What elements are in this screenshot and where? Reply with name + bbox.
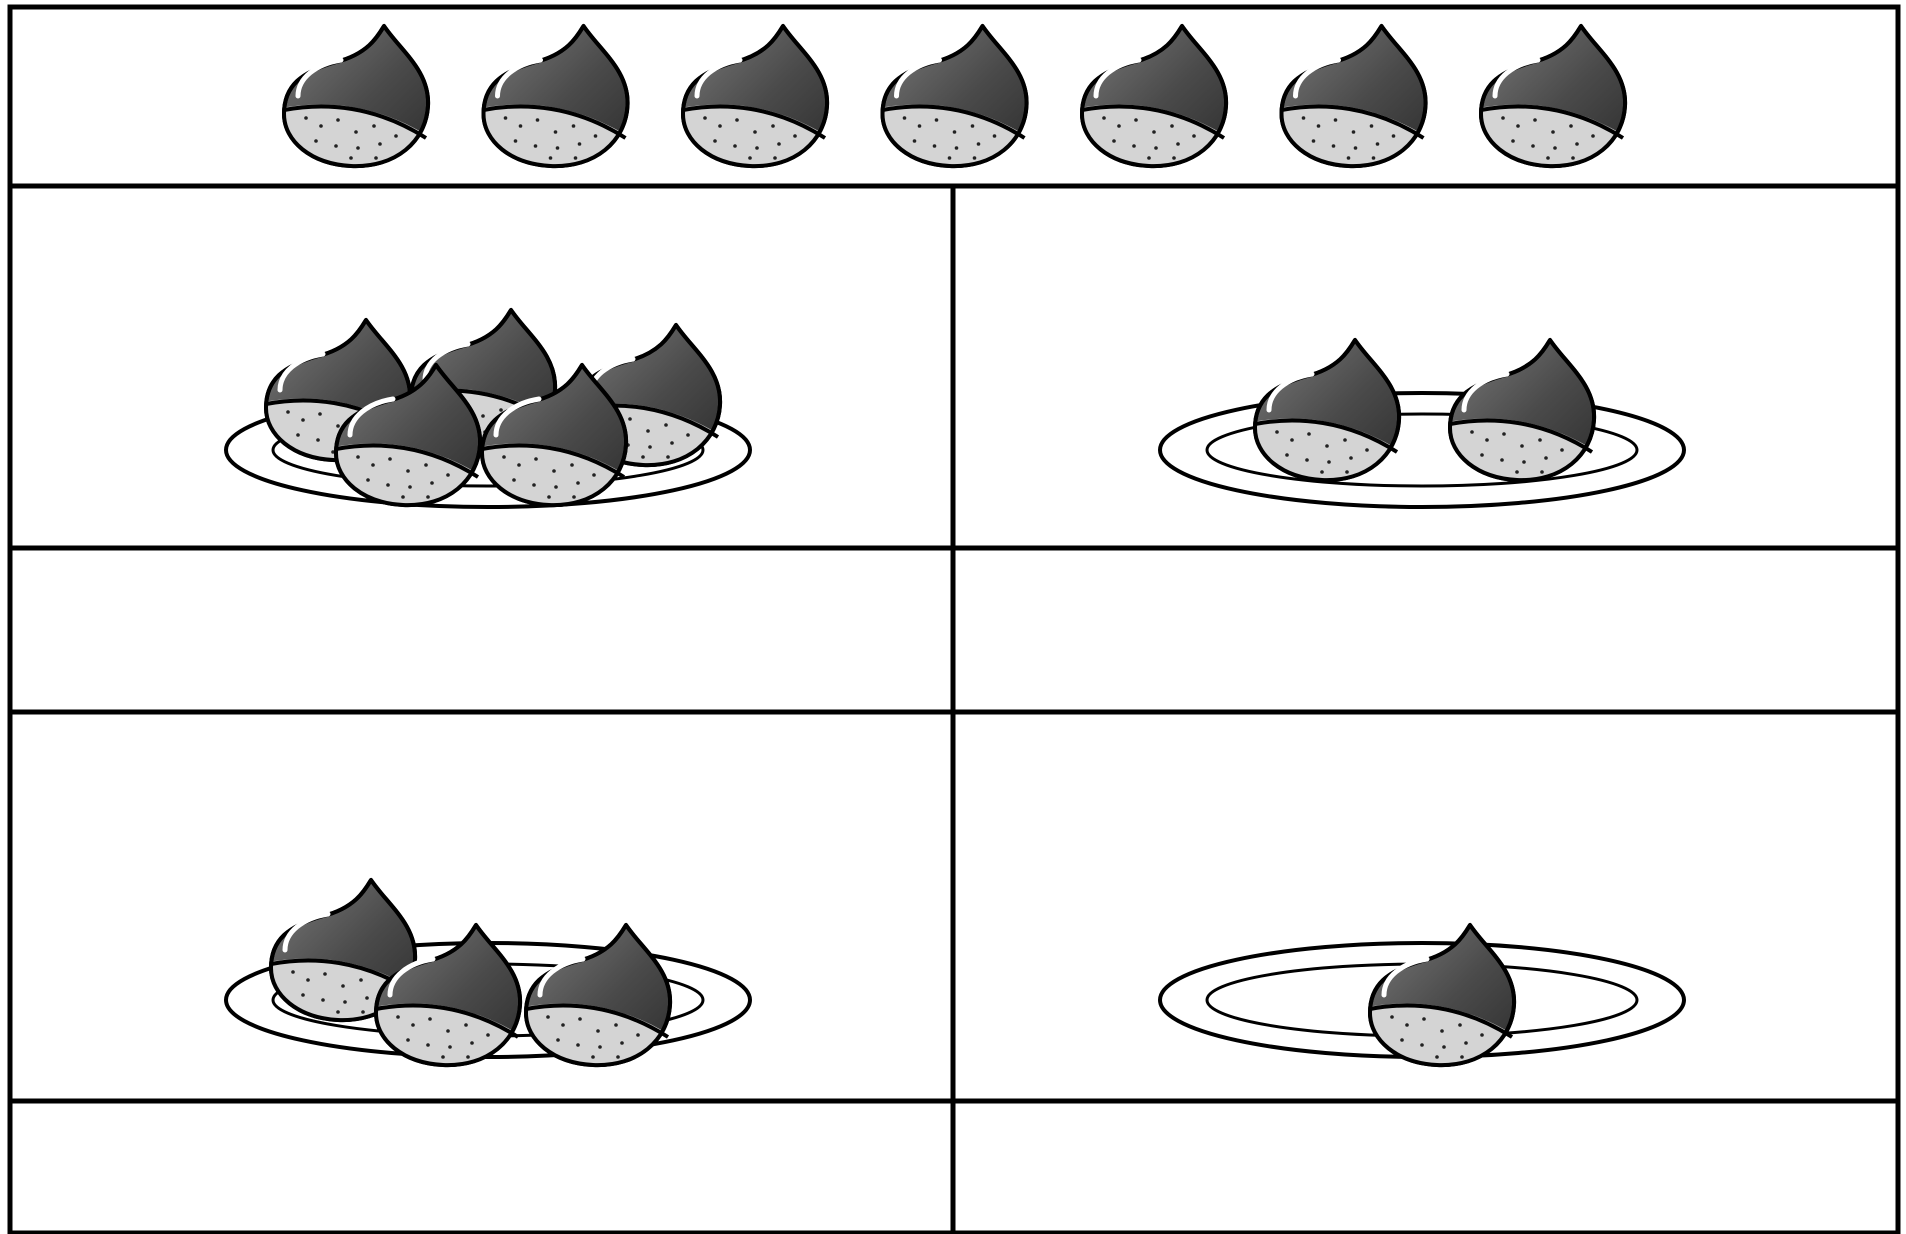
top-chestnut-icon (875, 26, 1035, 176)
answer-cell-bottom-right[interactable] (957, 1105, 1894, 1229)
plate-icon (1160, 393, 1684, 507)
top-chestnut-icon (1074, 26, 1234, 176)
top-chestnut-icon (1274, 26, 1434, 176)
top-chestnut-icon (276, 26, 436, 176)
plate-group-bottom-left (226, 880, 750, 1075)
answer-cell-top-left[interactable] (14, 552, 949, 708)
plate-group-bottom-right (1160, 925, 1684, 1075)
plate-group-top-left (226, 310, 750, 515)
answer-cell-top-right[interactable] (957, 552, 1894, 708)
plate-group-top-right (1160, 340, 1684, 507)
answer-cell-bottom-left[interactable] (14, 1105, 949, 1229)
top-chestnut-icon (675, 26, 835, 176)
top-chestnut-icon (1473, 26, 1633, 176)
top-chestnut-row (276, 26, 1633, 176)
top-chestnut-icon (476, 26, 636, 176)
